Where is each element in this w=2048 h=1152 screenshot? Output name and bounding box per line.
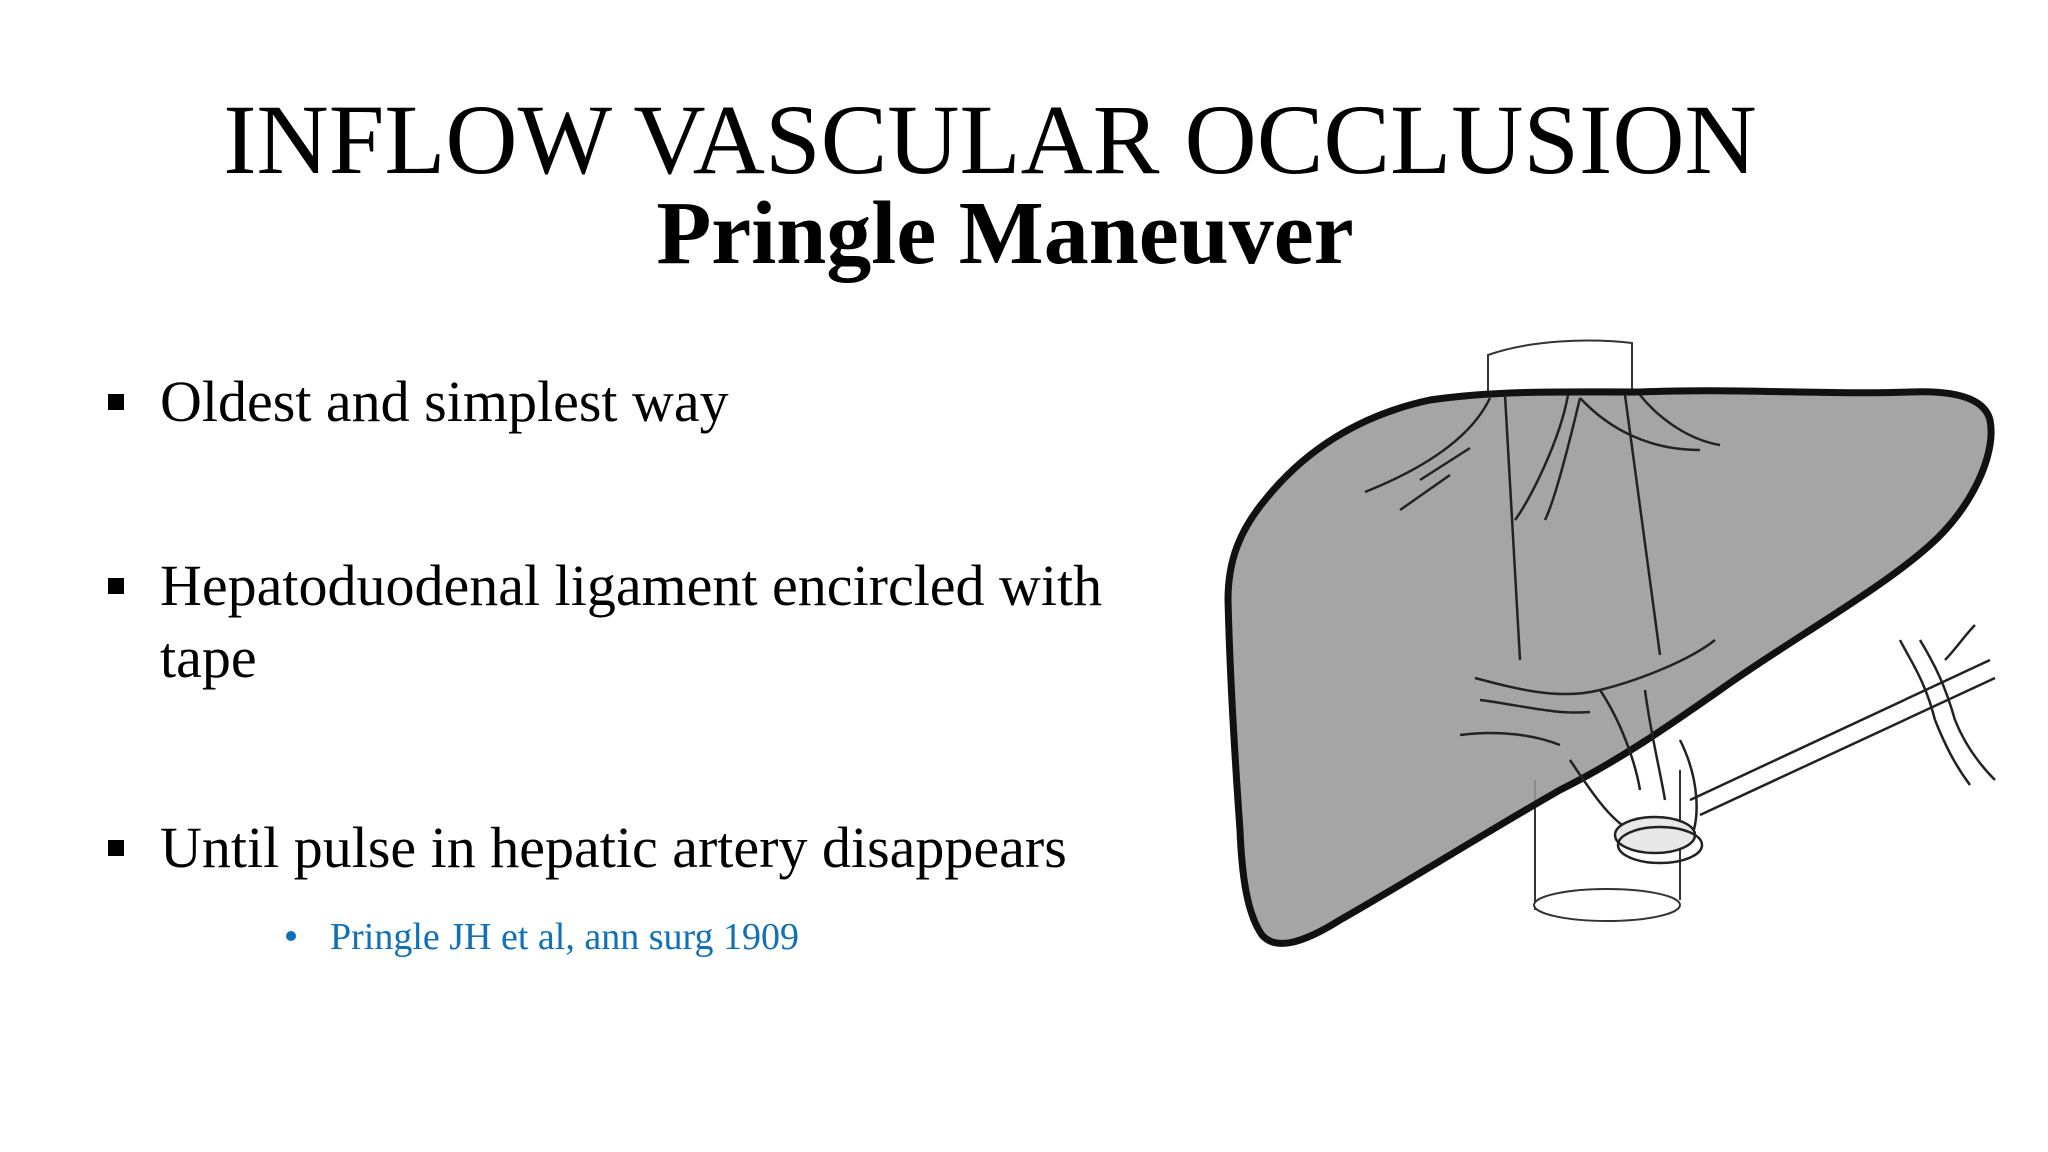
portal-branches [1459, 639, 1716, 801]
bullet-item: Hepatoduodenal ligament encircled with t… [108, 550, 1160, 694]
reference-citation: Pringle JH et al, ann surg 1909 [286, 912, 799, 962]
square-bullet-icon [108, 840, 124, 856]
liver-body [1224, 387, 1995, 947]
liver-illustration [1224, 339, 1996, 947]
bullet-text: Until pulse in hepatic artery disappears [160, 815, 1067, 880]
square-bullet-icon [108, 578, 124, 594]
bullet-text: Oldest and simplest way [160, 369, 729, 434]
square-bullet-icon [108, 394, 124, 410]
bullet-list: Oldest and simplest way Hepatoduodenal l… [108, 366, 1160, 962]
vena-cava-upper [1487, 339, 1633, 396]
slide-subtitle: Pringle Maneuver [656, 184, 1354, 283]
tourniquet-tape [1689, 624, 1996, 817]
bullet-item: Oldest and simplest way [108, 366, 1160, 438]
bullet-text: Hepatoduodenal ligament encircled with t… [160, 553, 1103, 690]
vena-cava-opening [1533, 888, 1681, 922]
slide-title: INFLOW VASCULAR OCCLUSION [223, 84, 1757, 195]
vena-cava-through-liver [1503, 394, 1662, 661]
bullet-item: Until pulse in hepatic artery disappears [108, 812, 1160, 884]
hepatic-veins [1364, 394, 1721, 521]
reference-text: Pringle JH et al, ann surg 1909 [330, 916, 799, 958]
round-bullet-icon [286, 931, 296, 941]
